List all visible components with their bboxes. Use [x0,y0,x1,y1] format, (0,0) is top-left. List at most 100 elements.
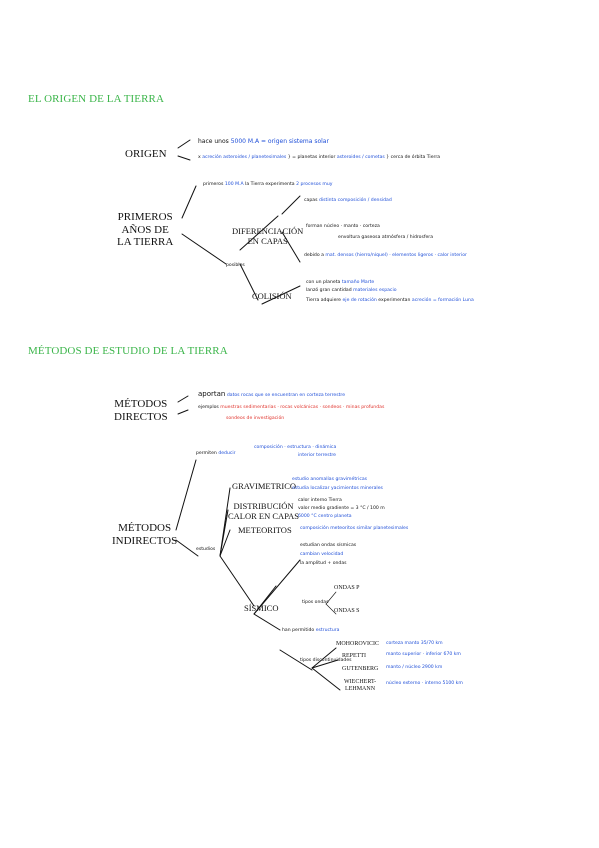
permiten-label: permiten [196,451,217,456]
node-ondas-s: ONDAS S [334,608,360,614]
node-repetti: REPETTI [342,653,366,659]
node-metodos-directos: MÉTODOS DIRECTOS [114,398,168,423]
origen-text-1-blue: 5000 M.A = origen sistema solar [230,138,329,145]
directos-ejemplos: ejemplos muestras sedimentarias · rocas … [198,405,385,411]
sismico-text-2: cambian velocidad [300,552,344,557]
node-wiechert-lehmann: WIECHERT- LEHMANN [344,679,376,693]
colision-adquiere: Tierra adquiere [306,298,342,303]
colision-marte: tamaño Marte [341,280,375,285]
mohorovicic-text: corteza manto 35/70 km [386,641,443,646]
sismico-estudian: estudian ondas sísmicas [300,543,357,548]
forman-items: núcleo · manto · corteza [323,224,380,229]
sismico-text-1: estudian ondas sísmicas [300,543,357,549]
node-distribucion-line2: CALOR EN CAPAS [228,510,300,521]
colision-eje: eje de rotación [342,298,377,303]
colision-luna: acreción = formación Luna [411,298,474,303]
colision-planeta: con un planeta [306,280,341,285]
ejemplos-items: muestras sedimentarias · rocas volcánica… [220,405,385,410]
section-title-metodos-estudio: MÉTODOS DE ESTUDIO DE LA TIERRA [28,345,228,357]
node-indirectos-line2: INDIRECTOS [112,534,178,547]
node-meteoritos: METEORITOS [238,525,292,535]
permitido-estructura: estructura [315,628,340,633]
primeros-top-experimenta: la Tierra experimenta [245,182,295,187]
node-distribucion-calor: DISTRIBUCIÓN CALOR EN CAPAS [228,501,300,522]
node-diferenciacion-line2: EN CAPAS [247,235,288,246]
forman-envoltura: envoltura gaseosa [338,235,381,240]
node-primeros-line3: LA TIERRA [117,236,174,249]
colision-text-1: con un planeta tamaño Marte [306,280,375,286]
node-diferenciacion-line1: DIFERENCIACIÓN [232,226,304,236]
permiten-items: composición · estructura · dinámica [254,445,337,450]
node-primeros-anos: PRIMEROS AÑOS DE LA TIERRA [117,211,173,249]
colision-materiales: materiales espacio [353,288,397,293]
node-directos-line2: DIRECTOS [114,410,168,423]
primeros-top-prefix: primeros [203,182,224,187]
origen-text-2-cometas: asteroides / cometas [336,155,385,160]
indirectos-estudios: estudios [196,547,216,552]
debido-items: mat. densos (hierro/níquel) · elementos … [325,253,467,258]
origen-text-1-prefix: hace unos [198,138,229,145]
capas-prefix: capas [304,198,318,203]
colision-cantidad: lanzó gran cantidad [306,288,352,293]
aportan-datos: datos rocas que se encuentran en [226,393,306,398]
sismico-tipos-ondas: tipos ondas [302,600,329,605]
permitido-label: han permitido [282,628,315,633]
node-ondas-p: ONDAS P [334,585,360,591]
gravimetrico-text-1: estudio anomalías gravimétricas [292,477,368,482]
capas-distinta: distinta [318,198,337,203]
forman-atmosfera: atmósfera / hidrosfera [381,235,434,240]
distribucion-text-2: valor medio gradiente = 3 °C / 100 m [298,506,385,511]
node-gutenberg: GUTENBERG [342,666,379,672]
diferenciacion-forman: forman núcleo · manto · corteza [306,224,380,230]
node-origen: ORIGEN [125,148,167,160]
node-primeros-line2: AÑOS DE [121,223,169,236]
forman-label: forman [306,224,323,229]
debido-label: debido a [304,253,324,258]
indirectos-permiten: permiten deducir [196,451,236,457]
diferenciacion-capas-text: capas distinta composición / densidad [304,198,392,204]
node-colision: COLISIÓN [252,291,292,301]
meteoritos-text-1: composición meteoritos similar planetesi… [300,526,409,531]
sismico-text-3: la amplitud + ondas [300,561,347,566]
directos-aportan: aportan datos rocas que se encuentran en… [198,391,345,399]
repetti-text: manto superior · inferior 670 km [386,652,461,657]
colision-text-3: Tierra adquiere eje de rotación experime… [306,298,474,304]
node-gravimetrico: GRAVIMETRICO [232,481,297,491]
origen-text-1: hace unos 5000 M.A = origen sistema sola… [198,139,329,145]
node-distribucion-line1: DISTRIBUCIÓN [233,501,294,511]
distribucion-text-3: 6000 °C centro planeta [298,514,352,519]
wiechert-text: núcleo externo · interno 5100 km [386,681,463,686]
origen-text-2: x acreción asteroides / planetesimales }… [198,155,441,161]
node-primeros-line1: PRIMEROS [117,211,173,223]
origen-text-2-x: x [198,155,201,160]
permiten-interior: interior terrestre [298,453,336,458]
colision-experimentan: experimentan [378,298,411,303]
aportan-corteza: corteza terrestre [306,393,346,398]
primeros-posibles: posibles [226,263,245,268]
gutenberg-text: manto / núcleo 2900 km [386,665,443,670]
permiten-deducir: deducir [218,451,236,456]
directos-ejemplos-c: sondeos de investigación [226,416,285,421]
colision-text-2: lanzó gran cantidad materiales espacio [306,288,397,294]
node-wiechert-line2: LEHMANN [345,685,376,692]
primeros-top-ma: 100 M.A [224,182,244,187]
node-diferenciacion-capas: DIFERENCIACIÓN EN CAPAS [232,226,304,247]
primeros-top-procesos: 2 procesos muy [296,182,333,187]
node-sismico: SÍSMICO [244,603,279,613]
ejemplos-label: ejemplos [198,405,219,410]
distribucion-text-1: calor interno Tierra [298,498,342,503]
node-wiechert-line1: WIECHERT- [344,679,377,685]
diferenciacion-debido: debido a mat. densos (hierro/níquel) · e… [304,253,467,259]
primeros-text-top: primeros 100 M.A la Tierra experimenta 2… [203,182,333,188]
origen-text-2-asteroides: asteroides / planetesimales [223,155,287,160]
section-title-origen-tierra: EL ORIGEN DE LA TIERRA [28,93,165,105]
node-metodos-indirectos: MÉTODOS INDIRECTOS [112,522,177,547]
origen-text-2-orbita: } cerca de órbita Tierra [386,155,441,160]
diferenciacion-forman-b: envoltura gaseosa atmósfera / hidrosfera [338,235,434,241]
gravimetrico-text-2: estudia localizar yacimientos minerales [292,486,383,491]
node-directos-line1: MÉTODOS [114,398,168,410]
origen-text-2-planetas: } = planetas interior [287,155,336,160]
origen-text-2-acrecion: acreción [202,155,222,160]
capas-composicion: composición / densidad [337,198,392,203]
